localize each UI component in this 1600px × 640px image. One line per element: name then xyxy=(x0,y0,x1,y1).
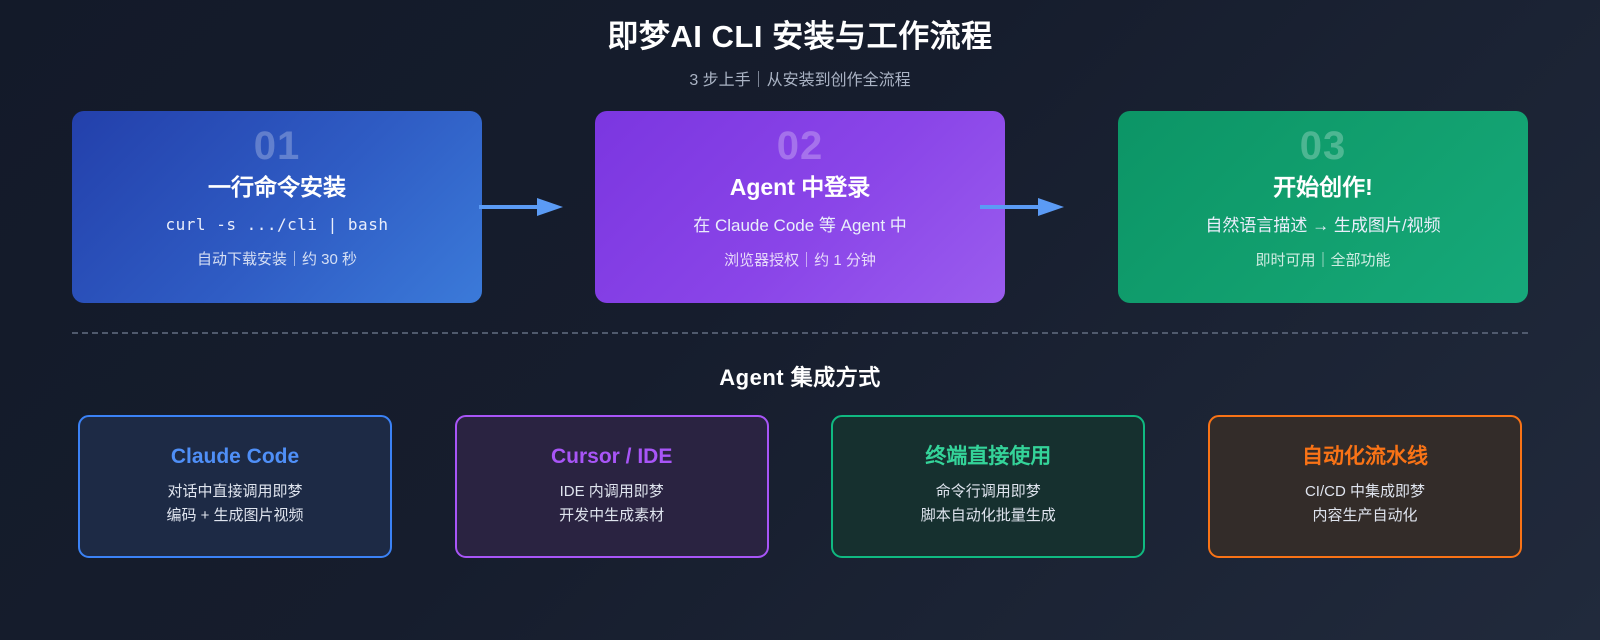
integration-card-line-2: 编码 + 生成图片视频 xyxy=(166,507,304,525)
step-number: 03 xyxy=(1299,123,1347,168)
step-card-1: 01 一行命令安装 curl -s .../cli | bash 自动下载安装｜… xyxy=(72,110,482,303)
page-subtitle: 3 步上手｜从安装到创作全流程 xyxy=(689,71,911,89)
step-meta: 即时可用｜全部功能 xyxy=(1255,252,1391,270)
integration-card-title: Claude Code xyxy=(170,444,300,468)
arrow-right-icon xyxy=(479,195,565,219)
integration-card-line-1: 对话中直接调用即梦 xyxy=(167,483,303,501)
step-meta: 自动下载安装｜约 30 秒 xyxy=(196,251,358,269)
step-title: 一行命令安装 xyxy=(208,173,346,200)
step-number: 01 xyxy=(253,123,301,168)
integration-section-heading: Agent 集成方式 xyxy=(719,364,881,390)
step-description: 在 Claude Code 等 Agent 中 xyxy=(693,216,907,236)
integration-cards-row: Claude Code 对话中直接调用即梦 编码 + 生成图片视频 Cursor… xyxy=(78,414,1522,558)
integration-card-automation-pipeline: 自动化流水线 CI/CD 中集成即梦 内容生产自动化 xyxy=(1207,414,1522,558)
steps-row: 01 一行命令安装 curl -s .../cli | bash 自动下载安装｜… xyxy=(72,110,1528,303)
page-title: 即梦AI CLI 安装与工作流程 xyxy=(607,19,993,54)
integration-card-line-1: CI/CD 中集成即梦 xyxy=(1304,483,1425,501)
integration-card-line-1: 命令行调用即梦 xyxy=(935,483,1041,501)
integration-card-title: Cursor / IDE xyxy=(550,444,673,468)
integration-card-terminal: 终端直接使用 命令行调用即梦 脚本自动化批量生成 xyxy=(831,414,1146,558)
section-divider xyxy=(72,331,1528,334)
integration-card-line-2: 开发中生成素材 xyxy=(559,507,665,525)
step-title: 开始创作! xyxy=(1273,173,1373,200)
integration-card-line-1: IDE 内调用即梦 xyxy=(559,483,664,501)
header: 即梦AI CLI 安装与工作流程 3 步上手｜从安装到创作全流程 xyxy=(0,0,1600,90)
step-number: 02 xyxy=(776,123,824,168)
integration-card-claude-code: Claude Code 对话中直接调用即梦 编码 + 生成图片视频 xyxy=(78,414,392,558)
step-card-2: 02 Agent 中登录 在 Claude Code 等 Agent 中 浏览器… xyxy=(595,110,1005,303)
integration-card-line-2: 脚本自动化批量生成 xyxy=(920,507,1056,525)
step-title: Agent 中登录 xyxy=(729,173,871,200)
step-description: curl -s .../cli | bash xyxy=(165,215,389,235)
integration-card-title: 终端直接使用 xyxy=(925,444,1052,468)
integration-card-title: 自动化流水线 xyxy=(1301,444,1428,468)
step-description: 自然语言描述 → 生成图片/视频 xyxy=(1205,216,1441,236)
integration-card-cursor-ide: Cursor / IDE IDE 内调用即梦 开发中生成素材 xyxy=(454,414,769,558)
step-card-3: 03 开始创作! 自然语言描述 → 生成图片/视频 即时可用｜全部功能 xyxy=(1118,110,1528,303)
integration-card-line-2: 内容生产自动化 xyxy=(1312,507,1418,525)
step-meta: 浏览器授权｜约 1 分钟 xyxy=(724,252,876,270)
